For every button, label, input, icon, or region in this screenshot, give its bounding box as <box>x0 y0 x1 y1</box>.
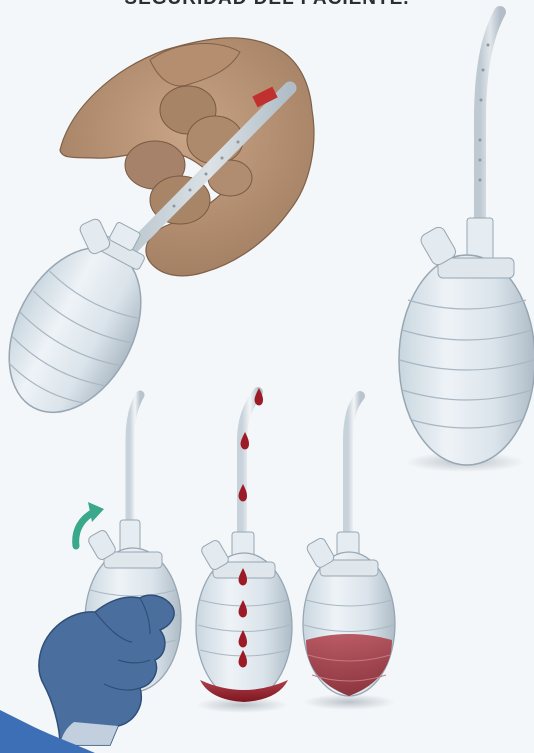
drain-bulb-filled-icon <box>303 396 395 710</box>
gloved-hand-icon <box>39 595 174 745</box>
closed-suction-drain-icon <box>399 12 534 472</box>
drain-bulb-blood-drops-icon <box>196 388 292 713</box>
hand-holding-drain-icon <box>0 38 314 435</box>
